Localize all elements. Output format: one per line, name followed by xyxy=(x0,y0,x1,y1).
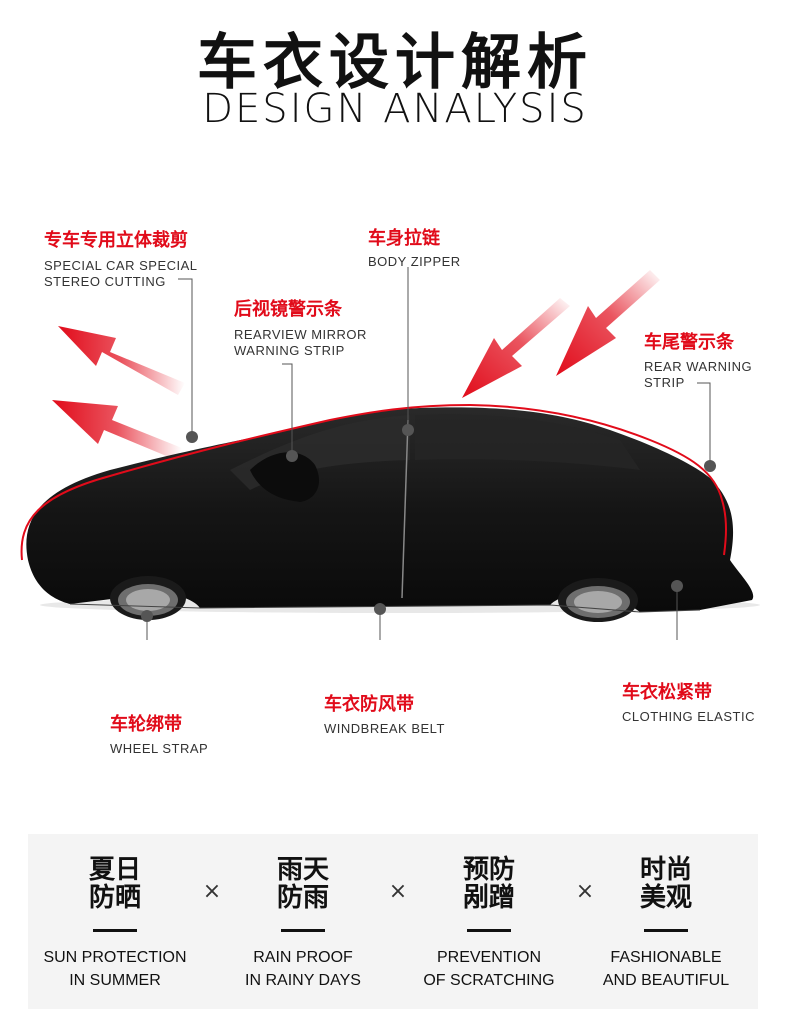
front-wheel xyxy=(110,576,186,620)
callout-label-en: REAR WARNING xyxy=(644,359,753,374)
callout-label-cn: 车轮绑带 xyxy=(110,714,182,735)
callout-label-cn: 车衣防风带 xyxy=(324,694,414,715)
feature-divider xyxy=(93,929,137,932)
callout-label-cn: 车身拉链 xyxy=(368,228,440,249)
separator-icon: × xyxy=(575,879,595,904)
callout-windbreak-belt: 车衣防风带 WINDBREAK BELT xyxy=(324,690,445,737)
callout-clothing-elastic: 车衣松紧带 CLOTHING ELASTIC xyxy=(622,678,755,725)
separator-icon: × xyxy=(388,879,408,904)
callout-wheel-strap: 车轮绑带 WHEEL STRAP xyxy=(110,710,208,757)
marker-windbreak-belt xyxy=(374,603,386,615)
feature-divider xyxy=(281,929,325,932)
car-cover xyxy=(20,403,754,622)
wind-arrow-lower xyxy=(52,400,182,460)
callout-label-cn: 车尾警示条 xyxy=(644,332,734,353)
marker-stereo-cutting xyxy=(186,431,198,443)
wind-arrow-right-b xyxy=(556,270,660,376)
callout-label-en: SPECIAL CAR SPECIAL xyxy=(44,258,198,273)
callout-label-en: STRIP xyxy=(644,375,685,390)
callout-label-en: REARVIEW MIRROR xyxy=(234,327,367,342)
callout-label-en: WINDBREAK BELT xyxy=(324,721,445,736)
feature-title: 预防剐蹭 xyxy=(462,855,515,913)
wind-arrow-right-a xyxy=(462,298,570,398)
feature-title: 时尚美观 xyxy=(639,855,692,913)
callout-label-en: CLOTHING ELASTIC xyxy=(622,709,755,724)
rear-wheel xyxy=(558,578,638,622)
separator-icon: × xyxy=(202,879,222,904)
callout-label-cn: 专车专用立体裁剪 xyxy=(44,230,188,251)
callout-rear-strip: 车尾警示条 REAR WARNING STRIP xyxy=(644,328,752,391)
marker-clothing-elastic xyxy=(671,580,683,592)
page-title: 车衣设计解析 xyxy=(197,28,593,98)
callout-label-cn: 车衣松紧带 xyxy=(622,682,712,703)
callout-label-en: STEREO CUTTING xyxy=(44,274,166,289)
callout-stereo-cutting: 专车专用立体裁剪 SPECIAL CAR SPECIAL STEREO CUTT… xyxy=(44,226,198,290)
callout-label-en: BODY ZIPPER xyxy=(368,254,461,269)
marker-wheel-strap xyxy=(141,610,153,622)
callout-label-cn: 后视镜警示条 xyxy=(234,299,342,320)
wind-arrow-upper xyxy=(58,326,185,395)
feature-divider xyxy=(644,929,688,932)
feature-divider xyxy=(467,929,511,932)
callout-mirror-strip: 后视镜警示条 REARVIEW MIRROR WARNING STRIP xyxy=(234,295,367,359)
feature-title: 雨天防雨 xyxy=(276,855,329,913)
marker-mirror-strip xyxy=(286,450,298,462)
callout-body-zipper: 车身拉链 BODY ZIPPER xyxy=(368,224,461,270)
feature-title: 夏日防晒 xyxy=(88,855,141,913)
car-cover-illustration xyxy=(20,267,760,640)
callout-label-en: WARNING STRIP xyxy=(234,343,345,358)
marker-rear-strip xyxy=(704,460,716,472)
callout-label-en: WHEEL STRAP xyxy=(110,741,209,756)
page-subtitle: DESIGN ANALYSIS xyxy=(202,86,588,132)
marker-body-zipper xyxy=(402,424,414,436)
